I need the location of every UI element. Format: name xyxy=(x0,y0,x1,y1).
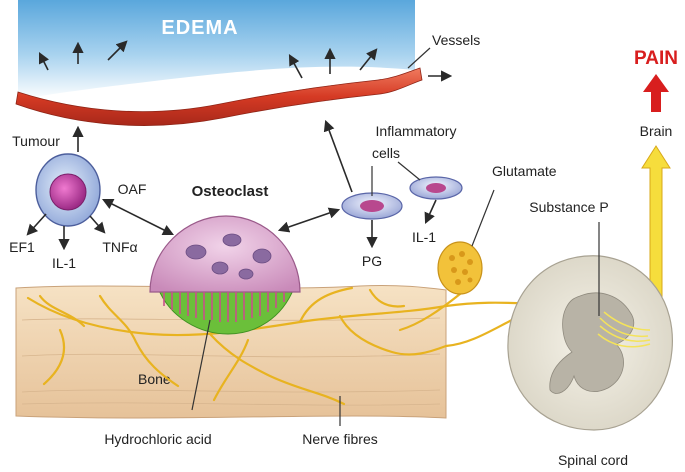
bone-label: Bone xyxy=(138,371,171,387)
inflammatory-to-vessel-arrow xyxy=(323,119,353,193)
pain-arrow-icon xyxy=(643,74,669,112)
osteoclast-inflammatory-arrow xyxy=(277,207,341,233)
tumour-tnf-arrow xyxy=(89,215,106,234)
inflammatory-label-line1: Inflammatory xyxy=(376,123,457,139)
tnf-label: TNFα xyxy=(102,239,137,255)
tumour-label: Tumour xyxy=(12,133,60,149)
tumour-nucleus xyxy=(49,173,87,211)
glutamate-vesicles xyxy=(449,251,473,285)
substance-p-label: Substance P xyxy=(529,199,608,215)
tumour-ef1-arrow xyxy=(26,213,47,236)
brain-label: Brain xyxy=(640,123,673,139)
osteoclast-cell xyxy=(149,215,301,293)
pain-label: PAIN xyxy=(634,48,678,69)
il1-right-label: IL-1 xyxy=(412,229,436,245)
pg-label: PG xyxy=(362,253,382,269)
edema-label: EDEMA xyxy=(161,17,238,39)
spinal-cord-label: Spinal cord xyxy=(558,452,628,468)
oaf-arrow xyxy=(101,198,175,236)
glutamate-ganglion xyxy=(437,241,483,295)
osteoclast-label: Osteoclast xyxy=(192,183,269,200)
nerve-fibres-label: Nerve fibres xyxy=(302,431,377,447)
inflammatory-nucleus-2 xyxy=(426,183,446,193)
il1-left-label: IL-1 xyxy=(52,255,76,271)
inflammatory-nucleus-1 xyxy=(360,200,384,212)
ef1-label: EF1 xyxy=(9,239,35,255)
edema-arrows xyxy=(38,40,378,79)
bone-texture xyxy=(21,317,441,406)
edema-region xyxy=(18,0,415,100)
ruffled-border xyxy=(163,292,285,322)
hydrochloric-acid-label: Hydrochloric acid xyxy=(104,431,211,447)
inflammatory-leader-2 xyxy=(397,161,421,181)
substance-p-synapse xyxy=(597,311,651,348)
vessels-label: Vessels xyxy=(432,32,480,48)
acid-leader xyxy=(191,319,211,411)
osteoclast-nuclei xyxy=(185,233,272,280)
il1-right-arrow xyxy=(424,199,437,225)
oaf-label: OAF xyxy=(118,181,147,197)
vessels-leader xyxy=(407,47,431,69)
inflammatory-label-line2: cells xyxy=(372,145,400,161)
blood-vessel xyxy=(15,67,423,126)
ascending-pathway-arrow xyxy=(641,145,671,301)
glutamate-leader xyxy=(471,189,495,247)
glutamate-label: Glutamate xyxy=(492,163,557,179)
